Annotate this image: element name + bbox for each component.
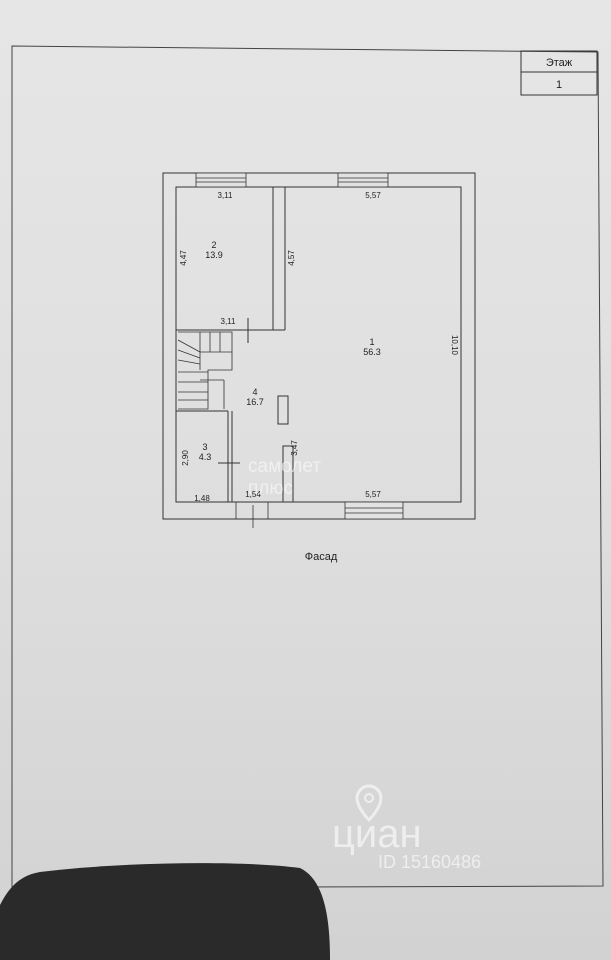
dim-room1-top: 5,57 xyxy=(365,191,381,200)
dim-room4-side: 3,47 xyxy=(290,440,299,456)
floor-stamp: Этаж 1 xyxy=(520,50,598,96)
svg-text:13.9: 13.9 xyxy=(205,250,223,260)
room-4-label: 4 16.7 xyxy=(246,387,264,407)
outer-walls xyxy=(162,172,476,520)
svg-text:ID 15160486: ID 15160486 xyxy=(378,852,481,872)
window-top-left xyxy=(195,172,247,188)
window-top-right xyxy=(337,172,389,188)
finger-shadow xyxy=(0,863,330,960)
cian-watermark: циан ID 15160486 xyxy=(332,784,481,872)
svg-text:1: 1 xyxy=(369,337,374,347)
svg-text:плюс: плюс xyxy=(248,478,293,499)
samolet-watermark: самолет плюс xyxy=(248,456,321,499)
svg-text:16.7: 16.7 xyxy=(246,397,264,407)
svg-text:3: 3 xyxy=(202,442,207,452)
svg-text:самолет: самолет xyxy=(248,456,321,477)
svg-text:циан: циан xyxy=(332,812,422,856)
interior-walls xyxy=(176,187,294,503)
dim-room1-bottom: 5,57 xyxy=(365,490,381,499)
stamp-header: Этаж xyxy=(546,57,573,69)
dim-door-width: 1,54 xyxy=(245,490,261,499)
svg-text:4: 4 xyxy=(252,387,257,397)
page-frame xyxy=(11,45,604,889)
svg-text:56.3: 56.3 xyxy=(363,347,381,357)
dim-room2-side: 4,47 xyxy=(179,250,188,266)
facade-label: Фасад xyxy=(305,551,338,563)
room-1-label: 1 56.3 xyxy=(363,337,381,357)
room-3-label: 3 4.3 xyxy=(199,442,212,462)
dim-room2-top: 3,11 xyxy=(218,191,234,200)
dim-room2-bottom: 3,11 xyxy=(221,317,237,326)
dim-room3-bottom: 1,48 xyxy=(194,494,210,503)
entrance-door xyxy=(235,502,269,528)
svg-text:4.3: 4.3 xyxy=(199,452,212,462)
svg-text:2: 2 xyxy=(211,240,216,250)
window-bottom xyxy=(344,501,404,520)
dim-room1-side: 10,10 xyxy=(450,335,459,356)
dim-partition-height: 4,57 xyxy=(287,250,296,266)
stamp-value: 1 xyxy=(556,79,562,91)
room-2-label: 2 13.9 xyxy=(205,240,223,260)
staircase xyxy=(177,331,233,410)
location-pin-icon xyxy=(355,784,383,823)
dim-room3-side: 2,90 xyxy=(181,450,190,466)
